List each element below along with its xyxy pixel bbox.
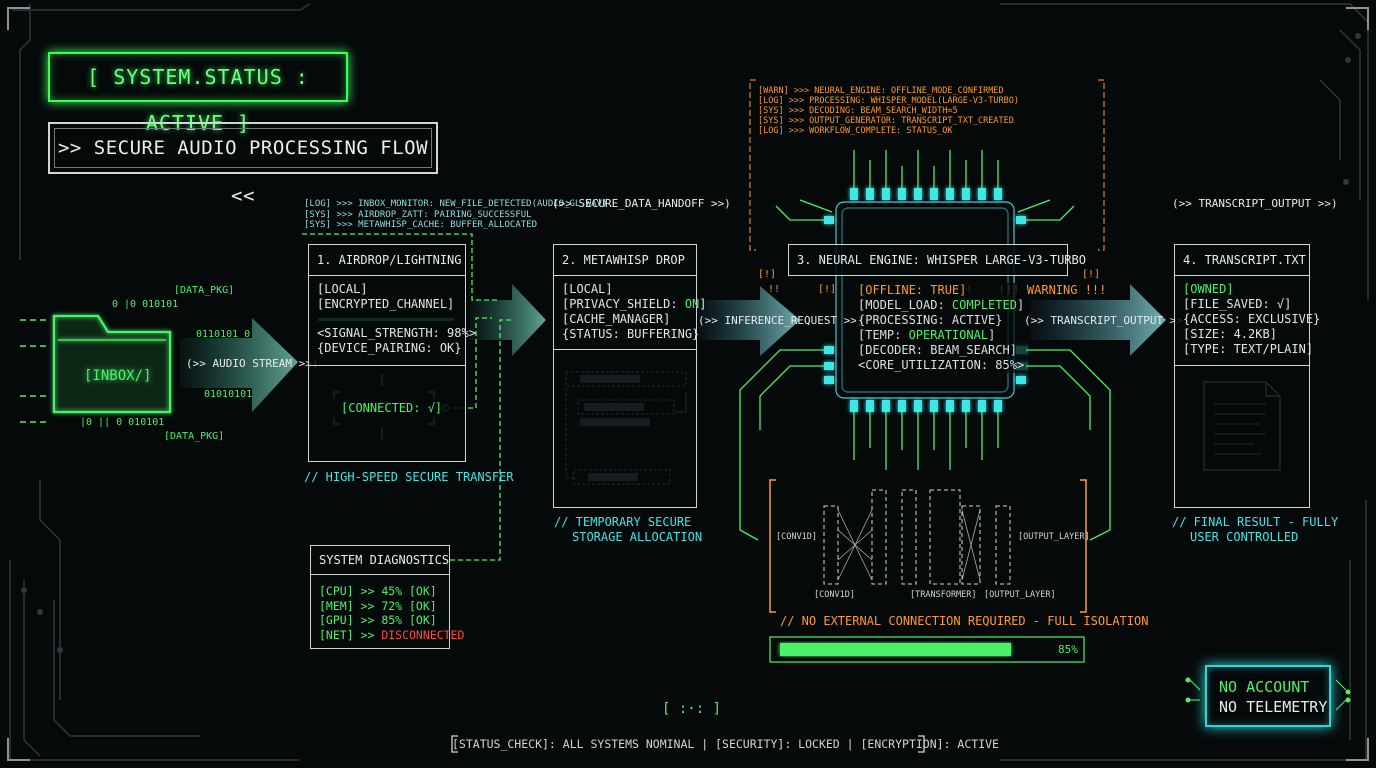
panel-airdrop: 1. AIRDROP/LIGHTNING [LOCAL] [ENCRYPTED_… [308,244,476,462]
log-line: [WARN] >>> NEURAL_ENGINE: OFFLINE_MODE_C… [758,86,1004,96]
connected-status: [CONNECTED: √] [341,401,443,415]
status-line: [OFFLINE: TRUE] [858,283,967,297]
panel4-caption-1: // FINAL RESULT - FULLY [1172,515,1339,529]
binary-line-2: 0110101 0 [196,329,251,340]
warn-mark: !! [768,284,781,295]
data-pkg-bottom: [DATA_PKG] [164,431,225,442]
layer-label: [CONV1D] [814,590,855,600]
audio-stream-label: (>> AUDIO STREAM >>) [186,357,319,370]
status-line: [MODEL_LOAD: [858,298,952,312]
diag-label: [GPU] >> [319,613,382,627]
panel-title: 3. NEURAL ENGINE: WHISPER LARGE-V3-TURBO [797,253,1086,267]
panel-line: [TYPE: TEXT/PLAIN] [1183,342,1314,356]
arrow-inbox-to-panel1 [180,318,298,412]
status-line: [DECODER: BEAM_SEARCH] [858,343,1017,357]
layer-label: [CONV1D] [776,532,817,542]
binary-line-1: 0 |0 010101 [112,299,179,310]
panel-line: [CACHE_MANAGER] [562,312,671,326]
panel-metawhisp: 2. METAWHISP DROP [LOCAL] [PRIVACY_SHIEL… [553,244,707,508]
system-status-box: [ SYSTEM.STATUS : ACTIVE ] [48,52,348,135]
log-line: [SYS] >>> METAWHISP_CACHE: BUFFER_ALLOCA… [304,220,537,230]
log-line: [SYS] >>> OUTPUT_GENERATOR: TRANSCRIPT_T… [758,116,1014,126]
isolation-progress-bar [769,636,1085,663]
panel-line: [ENCRYPTED_CHANNEL] [317,297,455,311]
layer-label: [OUTPUT_LAYER] [984,590,1056,600]
badge-line-2: NO TELEMETRY [1219,698,1328,716]
status-value: COMPLETED [951,298,1017,312]
binary-line-3: 01010101 [204,389,253,400]
privacy-shield-end: ] [699,297,707,311]
footer-status-text: [STATUS_CHECK]: ALL SYSTEMS NOMINAL | [S… [452,737,999,751]
log-top-center: [WARN] >>> NEURAL_ENGINE: OFFLINE_MODE_C… [758,86,1019,136]
neural-engine-status: [OFFLINE: TRUE] [MODEL_LOAD: COMPLETED] … [856,283,1027,373]
inference-request-label: (>> INFERENCE_REQUEST >>) [698,314,864,327]
arrow-panel2-to-engine [698,286,800,356]
panel-line: [SIZE: 4.2KB] [1183,327,1277,341]
diagnostics-title: SYSTEM DIAGNOSTICS [311,546,449,575]
no-account-badge: NO ACCOUNT NO TELEMETRY [1205,665,1331,727]
log-line: [SYS] >>> AIRDROP_ZATT: PAIRING_SUCCESSF… [304,209,532,220]
layer-label: [TRANSFORMER] [910,590,977,600]
panel1-caption: // HIGH-SPEED SECURE TRANSFER [304,470,514,484]
data-pkg-top: [DATA_PKG] [174,285,235,296]
panel-title: 1. AIRDROP/LIGHTNING [309,245,465,276]
panel2-caption-1: // TEMPORARY SECURE [554,515,692,529]
inbox-label: [INBOX/] [84,368,152,384]
log-line: [SYS] >>> DECODING: BEAM_SEARCH_WIDTH=5 [758,106,958,116]
diag-value: 72% [OK] [381,598,437,613]
page-title: >> SECURE AUDIO PROCESSING FLOW << [48,122,438,207]
privacy-shield-value: ON [684,297,700,311]
log-line: [LOG] >>> PROCESSING: WHISPER_MODEL(LARG… [758,96,1019,106]
transcript-output-label: (>> TRANSCRIPT_OUTPUT >>) [1024,314,1190,327]
panel-neural-engine: 3. NEURAL ENGINE: WHISPER LARGE-V3-TURBO [788,244,1086,276]
arrow-engine-to-panel4 [1030,284,1166,356]
status-value: OPERATIONAL [908,328,989,342]
footer-dots: [ :·: ] [662,701,722,717]
isolation-caption: // NO EXTERNAL CONNECTION REQUIRED - FUL… [780,614,1149,628]
panel-line: <SIGNAL_STRENGTH: 98%> [317,326,476,340]
layer-label: [OUTPUT_LAYER] [1018,532,1090,542]
privacy-shield-label: [PRIVACY_SHIELD: [562,297,685,311]
panel-line: {DEVICE_PAIRING: OK} [317,341,462,355]
panel2-caption-2: STORAGE ALLOCATION [572,530,703,544]
binary-line-4: |0 || 0 010101 [80,417,165,428]
panel-transcript: 4. TRANSCRIPT.TXT [OWNED] [FILE_SAVED: √… [1174,244,1321,508]
progress-label: 85% [1058,643,1078,656]
diag-label: [NET] >> [319,627,382,642]
status-line-end: ] [1016,298,1025,312]
panel-line: [LOCAL] [562,282,613,296]
secure-data-handoff-label: (>> SECURE_DATA_HANDOFF >>) [552,197,731,210]
log-line: [LOG] >>> WORKFLOW_COMPLETE: STATUS_OK [758,126,953,136]
status-line: <CORE_UTILIZATION: 85%> [858,358,1025,372]
panel-line: {ACCESS: EXCLUSIVE} [1183,312,1321,326]
panel4-caption-2: USER CONTROLLED [1190,530,1299,544]
status-line: [TEMP: [858,328,909,342]
inbox-folder-icon [52,314,172,414]
panel-line: [FILE_SAVED: √] [1183,297,1292,311]
frame-corners [7,7,1369,761]
neural-chip-icon [739,150,1111,541]
warn-mark: [!] [818,284,837,295]
panel-line: [OWNED] [1183,282,1234,296]
output-header-label: (>> TRANSCRIPT_OUTPUT >>) [1172,197,1338,210]
warn-mark: [!] [758,269,777,280]
status-line-end: ] [988,328,996,342]
diag-value: 45% [OK] [381,584,437,598]
system-diagnostics-panel: SYSTEM DIAGNOSTICS [CPU] >> 45% [OK] [ME… [310,545,464,649]
diag-value-error: DISCONNECTED [381,627,465,642]
warn-mark: [!] [1082,269,1101,280]
diag-label: [MEM] >> [319,598,382,613]
status-line: {PROCESSING: ACTIVE} [858,313,1003,327]
diag-label: [CPU] >> [319,584,382,598]
badge-line-1: NO ACCOUNT [1219,678,1310,696]
panel-line: {STATUS: BUFFERING} [562,327,700,341]
diag-value: 85% [OK] [381,613,437,627]
panel-line: [LOCAL] [317,282,368,296]
log-line: [LOG] >>> INBOX_MONITOR: NEW_FILE_DETECT… [304,199,608,209]
log-top-left: [LOG] >>> INBOX_MONITOR: NEW_FILE_DETECT… [304,199,607,231]
panel-title: 2. METAWHISP DROP [554,245,696,276]
neural-network-diagram [823,489,1011,585]
panel-title: 4. TRANSCRIPT.TXT [1175,245,1309,276]
